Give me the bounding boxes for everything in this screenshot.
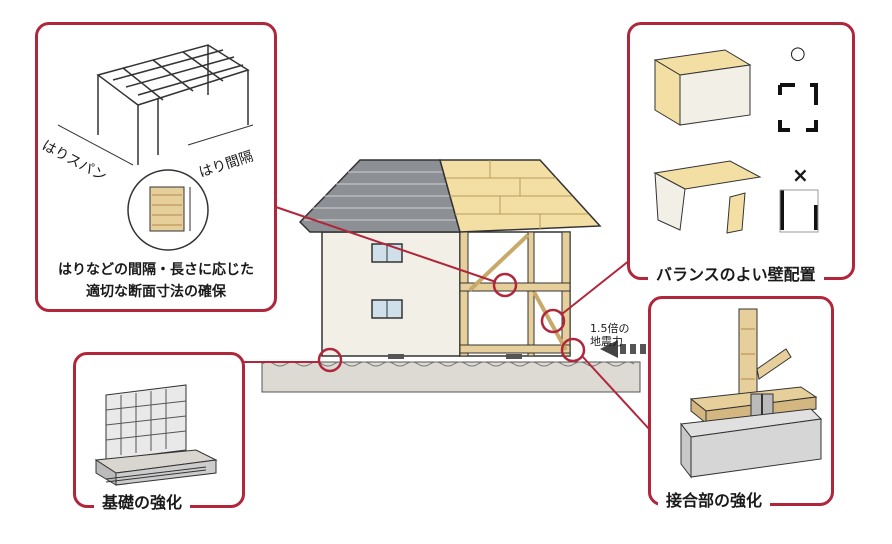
beam-frame-illustration: [57, 44, 254, 251]
joint-illustration: [680, 308, 823, 479]
panel-wall: ○ ×: [627, 22, 855, 280]
connector-joint: [581, 355, 651, 431]
panel-joint: [648, 296, 834, 506]
wall-caption: バランスのよい壁配置: [648, 264, 824, 286]
highlight-brace: [540, 308, 566, 334]
ground-wave: [261, 361, 635, 367]
good-mark: ○: [790, 43, 806, 64]
beam-section: [149, 186, 185, 232]
panel-beam: はりスパン はり間隔 はりなどの間隔・長さに応じた 適切な断面寸法の確保: [35, 22, 277, 312]
house-frame: [459, 231, 571, 357]
foundation-caption: 基礎の強化: [94, 492, 191, 514]
force-arrow: [600, 340, 646, 358]
highlight-foundation: [317, 347, 343, 373]
ground: [261, 361, 641, 393]
force-label: 1.5倍の 地震力: [590, 322, 630, 348]
connector-wall: [561, 259, 631, 315]
panel-foundation: [73, 352, 245, 508]
wall-illustration: [653, 49, 819, 234]
connector-beam: [269, 204, 497, 283]
highlight-beam: [492, 272, 518, 298]
highlight-joint: [560, 337, 586, 363]
joint-caption: 接合部の強化: [658, 490, 771, 512]
foundation-illustration: [94, 384, 218, 486]
beam-caption: はりなどの間隔・長さに応じた 適切な断面寸法の確保: [58, 262, 254, 300]
brace: [468, 233, 530, 292]
bad-mark: ×: [792, 163, 809, 187]
